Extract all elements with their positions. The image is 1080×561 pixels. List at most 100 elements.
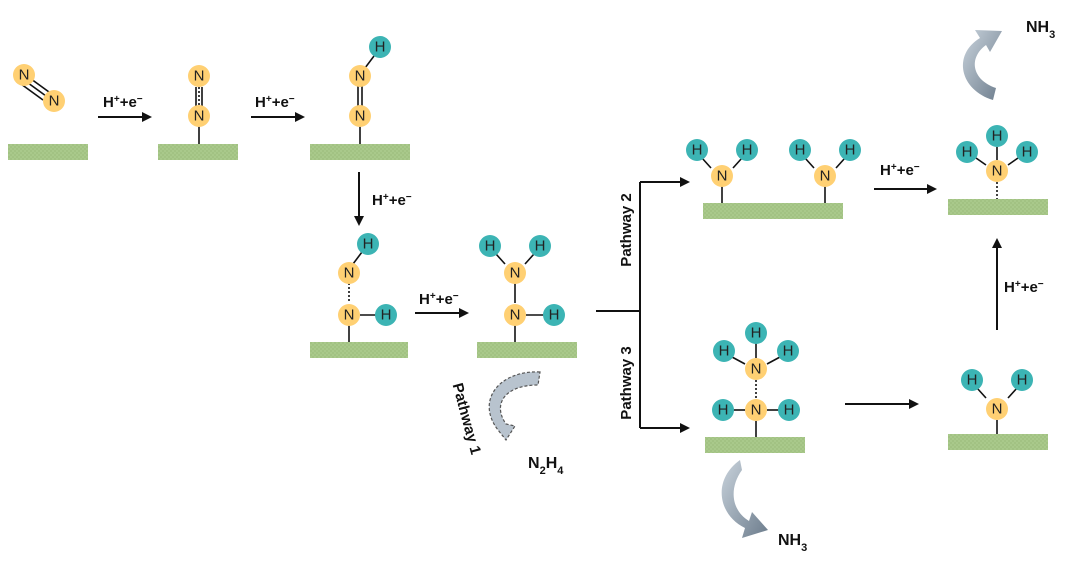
svg-text:H: H	[1022, 144, 1033, 161]
ammonia-product-label-top: NH3	[1026, 19, 1055, 41]
hydrogen-atom: H	[736, 139, 758, 161]
svg-text:H: H	[1017, 372, 1028, 389]
nitrogen-atom: N	[349, 65, 371, 87]
reaction-arrows	[98, 112, 1002, 433]
svg-text:H: H	[742, 142, 753, 159]
svg-text:N: N	[510, 307, 521, 324]
svg-text:N: N	[717, 168, 728, 185]
bonds	[20, 55, 1019, 437]
hydrogen-atom: H	[713, 340, 735, 362]
nitrogen-atom: N	[13, 64, 35, 86]
nitrogen-atom: N	[504, 262, 526, 284]
svg-text:H: H	[795, 142, 806, 159]
svg-text:H: H	[784, 402, 795, 419]
step-label: H++e−	[880, 162, 920, 180]
nitrogen-atoms: N N N N N N N N N N N N N N N N	[13, 64, 1008, 421]
svg-text:H: H	[992, 128, 1003, 145]
hydrazine-product-label: N2H4	[528, 455, 564, 477]
hydrogen-atom: H	[956, 141, 978, 163]
nitrogen-atom: N	[745, 358, 767, 380]
svg-text:H: H	[783, 343, 794, 360]
svg-text:H: H	[718, 402, 729, 419]
catalyst-surface	[948, 199, 1048, 215]
svg-text:H: H	[962, 144, 973, 161]
svg-text:H: H	[535, 238, 546, 255]
svg-text:N: N	[751, 361, 762, 378]
svg-text:H: H	[485, 238, 496, 255]
svg-text:N: N	[510, 265, 521, 282]
hydrogen-atoms: H H H H H H H H H H H H H H H H H H H H	[357, 36, 1038, 421]
hydrogen-atom: H	[529, 235, 551, 257]
svg-text:N: N	[751, 402, 762, 419]
hydrogen-atom: H	[357, 233, 379, 255]
nitrogen-atom: N	[711, 165, 733, 187]
step-label: H++e−	[1004, 279, 1044, 297]
hydrogen-atom: H	[479, 235, 501, 257]
pathway-2-label: Pathway 2	[618, 193, 635, 266]
svg-text:H: H	[967, 372, 978, 389]
hydrogen-atom: H	[686, 139, 708, 161]
catalyst-surface	[705, 437, 805, 453]
hydrogen-atom: H	[839, 139, 861, 161]
nitrogen-atom: N	[814, 165, 836, 187]
hydrogen-atom: H	[961, 369, 983, 391]
svg-text:N: N	[355, 108, 366, 125]
step-label: H++e−	[419, 291, 459, 309]
svg-text:H: H	[845, 142, 856, 159]
step-label: H++e−	[103, 94, 143, 112]
hydrogen-atom: H	[745, 322, 767, 344]
svg-text:N: N	[19, 67, 30, 84]
catalyst-surface	[703, 203, 843, 219]
pathway-3-label: Pathway 3	[618, 346, 635, 419]
ammonia-release-arrow-bottom	[721, 460, 768, 538]
ammonia-product-label-bottom: NH3	[778, 532, 807, 554]
catalyst-surface	[948, 434, 1048, 450]
svg-text:H: H	[719, 343, 730, 360]
catalyst-surface	[8, 144, 88, 160]
ammonia-release-arrow-top	[962, 30, 1002, 100]
hydrogen-atom: H	[789, 139, 811, 161]
hydrogen-atom: H	[1016, 141, 1038, 163]
branch-connector	[596, 182, 641, 428]
nitrogen-atom: N	[504, 304, 526, 326]
nitrogen-atom: N	[986, 398, 1008, 420]
nitrogen-atom: N	[188, 105, 210, 127]
hydrogen-atom: H	[986, 125, 1008, 147]
nitrogen-atom: N	[188, 65, 210, 87]
svg-text:H: H	[363, 236, 374, 253]
nitrogen-atom: N	[43, 90, 65, 112]
nitrogen-atom: N	[338, 262, 360, 284]
catalyst-surfaces	[8, 144, 1048, 453]
hydrogen-atom: H	[1011, 369, 1033, 391]
svg-text:N: N	[194, 68, 205, 85]
hydrogen-atom: H	[543, 304, 565, 326]
nitrogen-atom: N	[986, 160, 1008, 182]
hydrogen-atom: H	[777, 340, 799, 362]
svg-text:N: N	[355, 68, 366, 85]
svg-text:H: H	[549, 307, 560, 324]
hydrazine-release-arrow	[488, 371, 541, 442]
step-label: H++e−	[255, 94, 295, 112]
svg-text:N: N	[820, 168, 831, 185]
nitrogen-atom: N	[349, 105, 371, 127]
svg-text:N: N	[344, 265, 355, 282]
hydrogen-atom: H	[375, 304, 397, 326]
catalyst-surface	[477, 342, 577, 358]
hydrogen-atom: H	[778, 399, 800, 421]
svg-text:N: N	[992, 163, 1003, 180]
nitrogen-atom: N	[745, 399, 767, 421]
svg-text:N: N	[194, 108, 205, 125]
svg-text:H: H	[375, 39, 386, 56]
nitrogen-atom: N	[338, 304, 360, 326]
catalyst-surface	[310, 342, 408, 358]
svg-text:H: H	[751, 325, 762, 342]
catalyst-surface	[310, 144, 410, 160]
hydrogen-atom: H	[369, 36, 391, 58]
catalyst-surface	[158, 144, 238, 160]
svg-text:N: N	[992, 401, 1003, 418]
step-labels: H++e− H++e− H++e− H++e− H++e− H++e−	[103, 94, 1044, 309]
hydrogen-atom: H	[712, 399, 734, 421]
step-label: H++e−	[372, 192, 412, 210]
svg-text:H: H	[381, 307, 392, 324]
